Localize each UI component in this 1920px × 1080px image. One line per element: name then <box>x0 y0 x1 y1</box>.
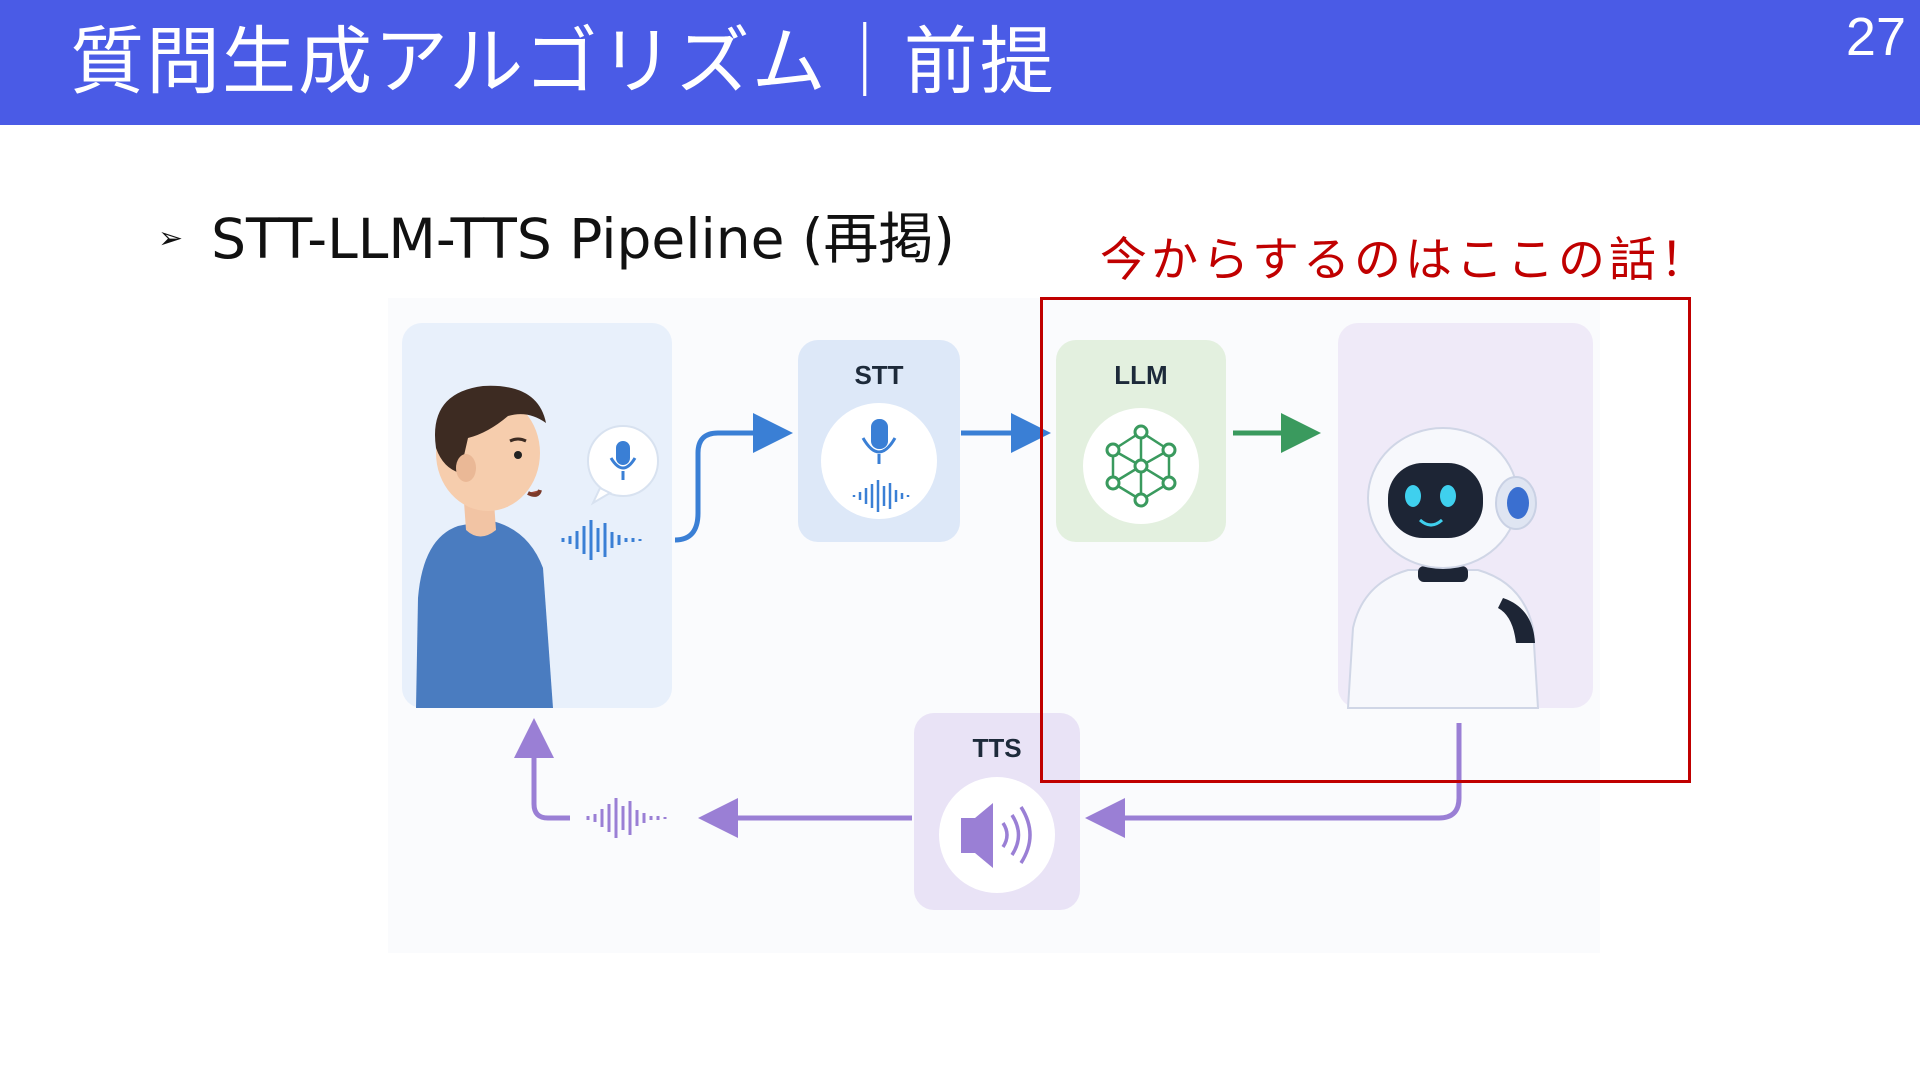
llm-label: LLM <box>1114 360 1168 390</box>
arrow-to-tts <box>1085 723 1462 838</box>
highlight-box <box>1040 297 1691 783</box>
speech-bubble-icon <box>587 425 659 506</box>
person-icon <box>416 385 553 708</box>
stt-mic-icon <box>821 403 937 519</box>
diagram-graphics <box>416 385 1540 893</box>
stt-label: STT <box>854 360 904 390</box>
voice-waveform-icon <box>561 520 642 560</box>
callout-text: 今からするのはここの話！ <box>1100 233 1712 288</box>
tts-label: TTS <box>972 733 1022 763</box>
arrow-to-stt <box>674 413 793 543</box>
arrow-to-person <box>514 718 570 821</box>
bullet-text: STT-LLM-TTS Pipeline (再掲) <box>211 207 955 271</box>
bullet-arrow-icon: ➢ <box>158 221 184 256</box>
pipeline-diagram: STT LLM TTS <box>388 298 1600 953</box>
robot-icon <box>1346 427 1540 709</box>
slide-header: 質問生成アルゴリズム｜前提 27 <box>0 0 1920 125</box>
page-number: 27 <box>1845 7 1906 67</box>
slide-title: 質問生成アルゴリズム｜前提 <box>70 19 1056 105</box>
tts-speaker-icon <box>939 777 1055 893</box>
llm-network-icon <box>1083 408 1199 524</box>
output-waveform-icon <box>586 798 667 838</box>
bullet-item: ➢ STT-LLM-TTS Pipeline (再掲) <box>158 204 955 274</box>
